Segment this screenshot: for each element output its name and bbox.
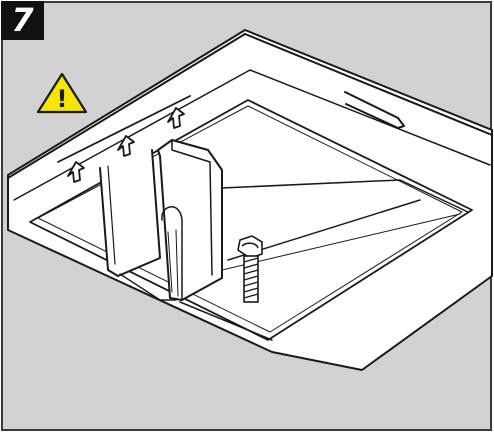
step-number-badge: 7 — [1, 1, 44, 40]
rim-notch — [344, 91, 405, 129]
up-arrow-icon — [117, 135, 135, 157]
warning-symbol: ! — [57, 85, 68, 113]
warning-triangle-icon: ! — [36, 72, 88, 114]
up-arrow-icon — [167, 107, 185, 129]
bolt-icon — [237, 235, 263, 303]
left-compartment — [99, 149, 161, 277]
up-arrow-icon — [67, 161, 85, 183]
tray-rim-right — [244, 33, 493, 136]
tray-rim-left — [7, 33, 246, 179]
center-block — [157, 139, 223, 301]
